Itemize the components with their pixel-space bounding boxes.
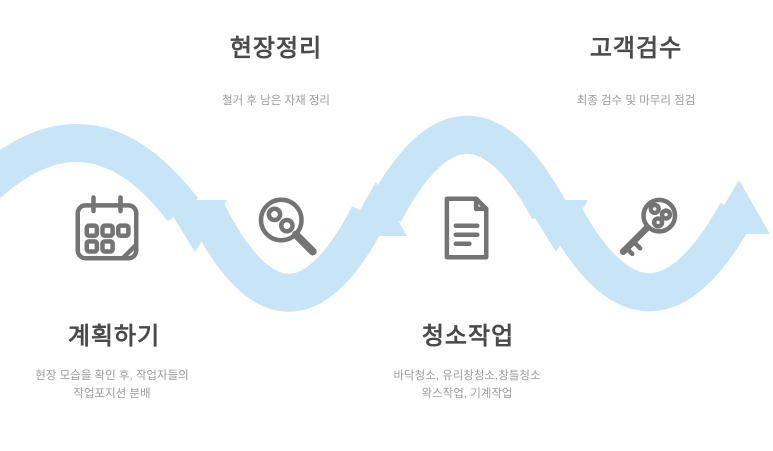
step-title-inspection: 고객검수 bbox=[589, 35, 683, 62]
key-icon bbox=[619, 197, 678, 257]
step-plan-icon-box bbox=[71, 193, 143, 265]
step-desc-site-cleanup: 철거 후 남은 자재 정리 bbox=[222, 95, 330, 107]
step-desc-cleaning: 바닥청소, 유리창청소,창틀청소 왁스작업, 기계작업 bbox=[393, 370, 541, 400]
flow-arrow-up-2 bbox=[707, 180, 770, 234]
step-title-plan: 계획하기 bbox=[67, 323, 161, 350]
calendar-icon bbox=[75, 195, 139, 261]
flow-arrow-up-1 bbox=[345, 182, 407, 236]
step-site-cleanup-icon-box bbox=[252, 193, 324, 265]
magnifier-icon bbox=[258, 197, 317, 256]
flow-arc-4 bbox=[546, 202, 754, 312]
flow-arc-2 bbox=[190, 203, 386, 312]
step-desc-inspection: 최종 검수 및 마무리 점검 bbox=[576, 95, 696, 107]
step-desc-plan: 현장 모습을 확인 후, 작업자들의 작업포지션 분배 bbox=[35, 370, 189, 400]
flow-arc-3 bbox=[367, 115, 566, 223]
step-title-cleaning: 청소작업 bbox=[421, 323, 515, 350]
step-inspection-icon-box bbox=[612, 192, 684, 264]
flow-arc-1 bbox=[0, 124, 199, 222]
step-title-site-cleanup: 현장정리 bbox=[229, 35, 323, 62]
step-cleaning-icon-box bbox=[430, 192, 502, 264]
document-icon bbox=[444, 196, 489, 260]
